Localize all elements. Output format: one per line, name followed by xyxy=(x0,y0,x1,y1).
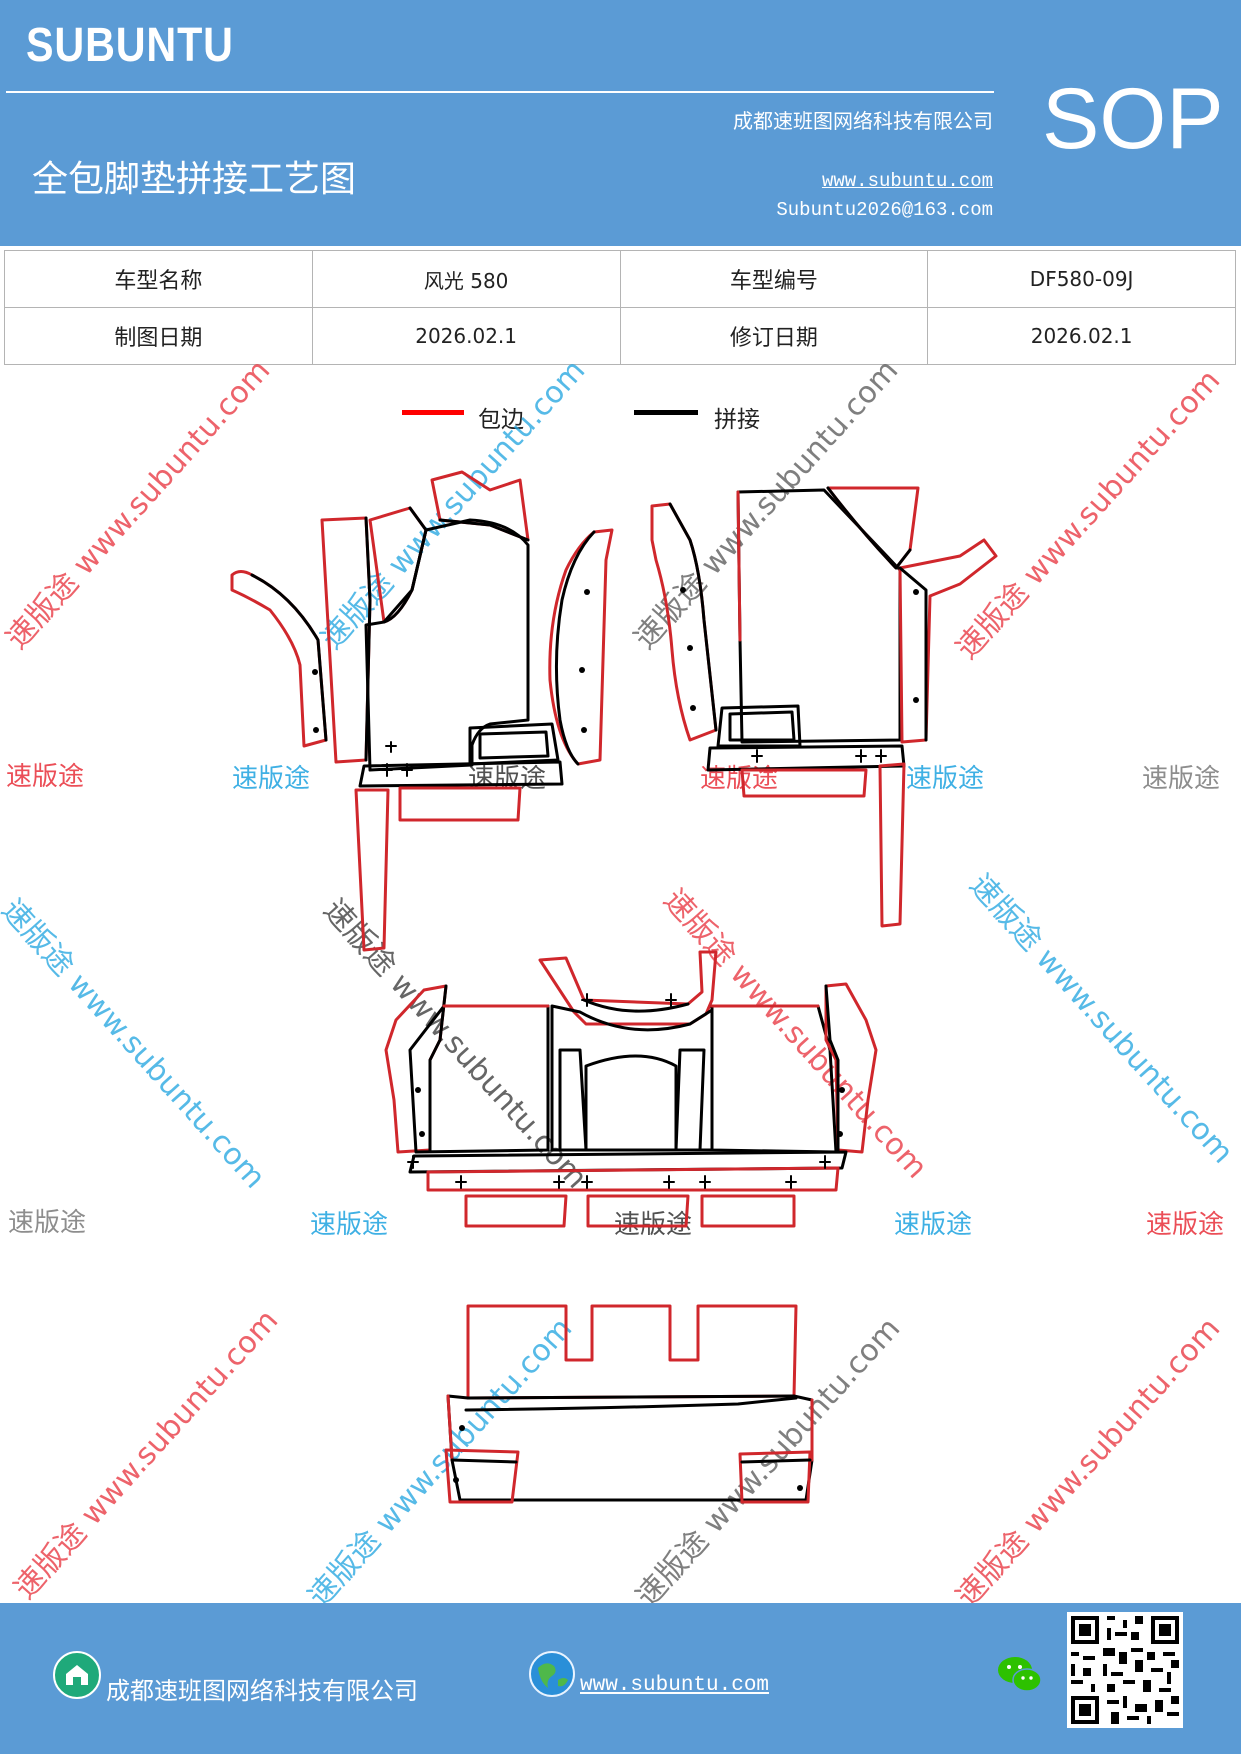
value-cell: 2026.02.1 xyxy=(927,307,1236,365)
brand-logo: SUBUNTU xyxy=(26,19,234,72)
right-front-mat-group xyxy=(650,486,998,928)
page-title: 全包脚垫拼接工艺图 xyxy=(32,159,357,200)
value-cell: DF580-09J xyxy=(927,250,1236,308)
watermark-text: 速版途 xyxy=(232,764,311,794)
header-email: Subuntu2026@163.com xyxy=(776,199,993,221)
watermark-text: 速版途 xyxy=(8,1208,87,1238)
info-table: 车型名称 风光 580 车型编号 DF580-09J 制图日期 2026.02.… xyxy=(4,250,1236,365)
middle-row-mat-group xyxy=(384,950,878,1228)
label-cell: 制图日期 xyxy=(4,307,313,365)
header-company: 成都速班图网络科技有限公司 xyxy=(733,109,993,133)
company-icon xyxy=(53,1651,101,1699)
legend-edge-label: 包边 xyxy=(478,407,524,433)
footer-company: 成都速班图网络科技有限公司 xyxy=(106,1677,418,1705)
label-cell: 车型名称 xyxy=(4,250,313,308)
qr-code xyxy=(1067,1612,1183,1728)
label-cell: 修订日期 xyxy=(619,307,929,365)
rear-row-mat-group xyxy=(444,1304,814,1504)
globe-icon xyxy=(529,1651,575,1697)
value-cell: 风光 580 xyxy=(311,250,621,308)
left-front-mat-group xyxy=(230,470,614,952)
label-cell: 车型编号 xyxy=(619,250,929,308)
header-banner: SUBUNTU 成都速班图网络科技有限公司 全包脚垫拼接工艺图 www.subu… xyxy=(0,0,1241,246)
footer-website-link[interactable]: www.subuntu.com xyxy=(580,1674,770,1697)
watermark-text: 速版途 xyxy=(906,764,985,794)
watermark-text: 速版途 xyxy=(1146,1210,1225,1240)
table-row: 制图日期 2026.02.1 修订日期 2026.02.1 xyxy=(4,307,1236,365)
watermark-text: 速版途 xyxy=(310,1210,389,1240)
header-divider xyxy=(6,91,994,93)
legend-seam-label: 拼接 xyxy=(714,407,760,433)
legend-seam-swatch xyxy=(634,410,698,415)
table-row: 车型名称 风光 580 车型编号 DF580-09J xyxy=(4,250,1236,308)
watermark-text: 速版途 xyxy=(894,1210,973,1240)
watermark-text: 速版途 xyxy=(1142,764,1221,794)
watermark-text: 速版途 xyxy=(6,762,85,792)
legend-edge-swatch xyxy=(402,410,464,415)
header-website-link[interactable]: www.subuntu.com xyxy=(821,170,993,192)
wechat-icon xyxy=(998,1657,1042,1692)
sop-badge: SOP xyxy=(1042,71,1224,167)
value-cell: 2026.02.1 xyxy=(311,307,621,365)
